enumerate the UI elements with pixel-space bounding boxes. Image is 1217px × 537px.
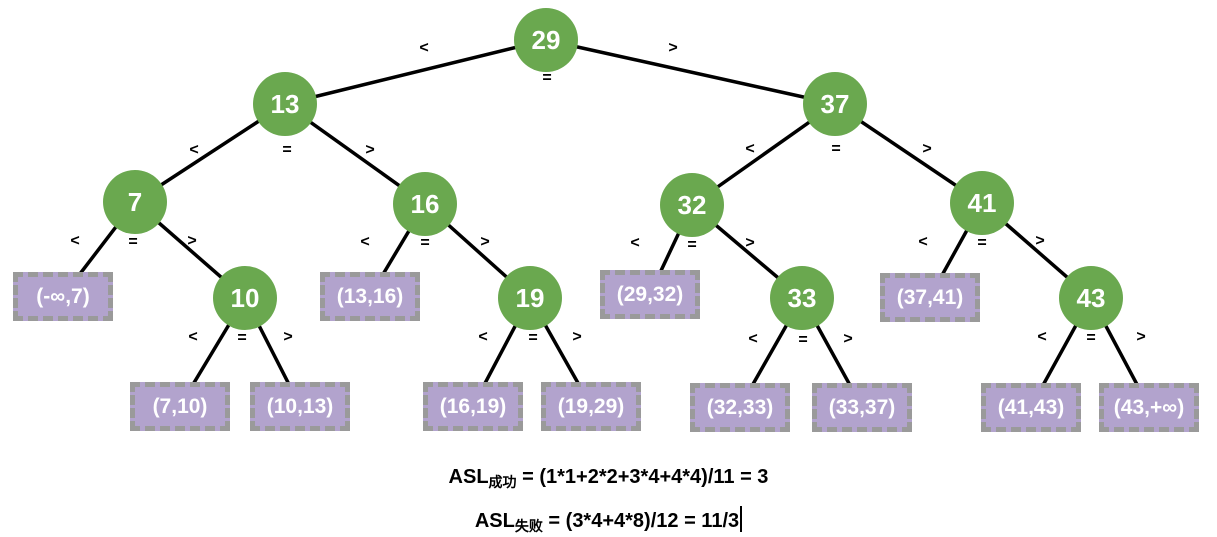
edge-label-greater: > xyxy=(365,142,374,159)
edge-label-less: < xyxy=(360,234,369,251)
edge-label-equal: = xyxy=(237,330,246,347)
edge-label-less: < xyxy=(748,331,757,348)
leaf-7-10: (7,10) xyxy=(130,382,230,431)
edge-label-equal: = xyxy=(1086,330,1095,347)
edge-label-less: < xyxy=(630,235,639,252)
leaf-13-16: (13,16) xyxy=(320,272,420,321)
edge-label-less: < xyxy=(478,329,487,346)
node-7: 7 xyxy=(103,170,167,234)
node-19: 19 xyxy=(498,266,562,330)
tree-edge xyxy=(544,38,837,106)
edge-label-equal: = xyxy=(542,70,551,87)
edge-label-equal: = xyxy=(798,332,807,349)
edge-label-equal: = xyxy=(977,235,986,252)
leaf-41-43: (41,43) xyxy=(981,383,1081,432)
leaf-37-41: (37,41) xyxy=(880,273,980,322)
edge-label-equal: = xyxy=(282,142,291,159)
leaf-16-19: (16,19) xyxy=(423,382,523,431)
asl-success-expression: = (1*1+2*2+3*4+4*4)/11 = 3 xyxy=(516,466,769,488)
edge-label-less: < xyxy=(70,233,79,250)
edge-label-greater: > xyxy=(187,233,196,250)
edge-label-less: < xyxy=(419,40,428,57)
edge-label-equal: = xyxy=(528,330,537,347)
edge-label-greater: > xyxy=(668,40,677,57)
edge-label-greater: > xyxy=(283,329,292,346)
edge-label-greater: > xyxy=(572,329,581,346)
node-43: 43 xyxy=(1059,266,1123,330)
leaf-33-37: (33,37) xyxy=(812,383,912,432)
node-37: 37 xyxy=(803,72,867,136)
edge-label-greater: > xyxy=(1035,233,1044,250)
edge-label-equal: = xyxy=(687,237,696,254)
edge-label-greater: > xyxy=(1136,329,1145,346)
edge-label-less: < xyxy=(745,141,754,158)
leaf-10-13: (10,13) xyxy=(250,382,350,431)
node-13: 13 xyxy=(253,72,317,136)
asl-success-subscript: 成功 xyxy=(488,474,517,490)
text-caret xyxy=(740,506,743,532)
asl-failure-subscript: 失败 xyxy=(514,518,543,534)
edge-label-less: < xyxy=(1037,329,1046,346)
edge-label-greater: > xyxy=(922,141,931,158)
asl-failure-prefix: ASL xyxy=(474,510,515,532)
tree-edge xyxy=(283,38,548,106)
edge-label-equal: = xyxy=(831,141,840,158)
leaf-32-33: (32,33) xyxy=(690,383,790,432)
leaf-neg-inf-7: (-∞,7) xyxy=(13,272,113,321)
edge-label-greater: > xyxy=(745,235,754,252)
node-16: 16 xyxy=(393,172,457,236)
edge-label-less: < xyxy=(918,234,927,251)
edge-label-equal: = xyxy=(420,235,429,252)
leaf-29-32: (29,32) xyxy=(600,270,700,319)
edge-label-less: < xyxy=(188,329,197,346)
edge-label-greater: > xyxy=(843,331,852,348)
leaf-19-29: (19,29) xyxy=(541,382,641,431)
asl-success-formula[interactable]: ASL成功 = (1*1+2*2+3*4+4*4)/11 = 3 xyxy=(0,463,1217,491)
node-33: 33 xyxy=(770,266,834,330)
node-41: 41 xyxy=(950,171,1014,235)
edge-label-greater: > xyxy=(480,234,489,251)
leaf-43-pos-inf: (43,+∞) xyxy=(1099,383,1199,432)
node-29: 29 xyxy=(514,8,578,72)
asl-success-prefix: ASL xyxy=(448,466,489,488)
asl-failure-formula[interactable]: ASL失败 = (3*4+4*8)/12 = 11/3 xyxy=(0,506,1217,535)
edge-label-equal: = xyxy=(128,234,137,251)
edge-label-less: < xyxy=(189,142,198,159)
node-10: 10 xyxy=(213,266,277,330)
asl-failure-expression: = (3*4+4*8)/12 = 11/3 xyxy=(542,510,740,532)
node-32: 32 xyxy=(660,173,724,237)
